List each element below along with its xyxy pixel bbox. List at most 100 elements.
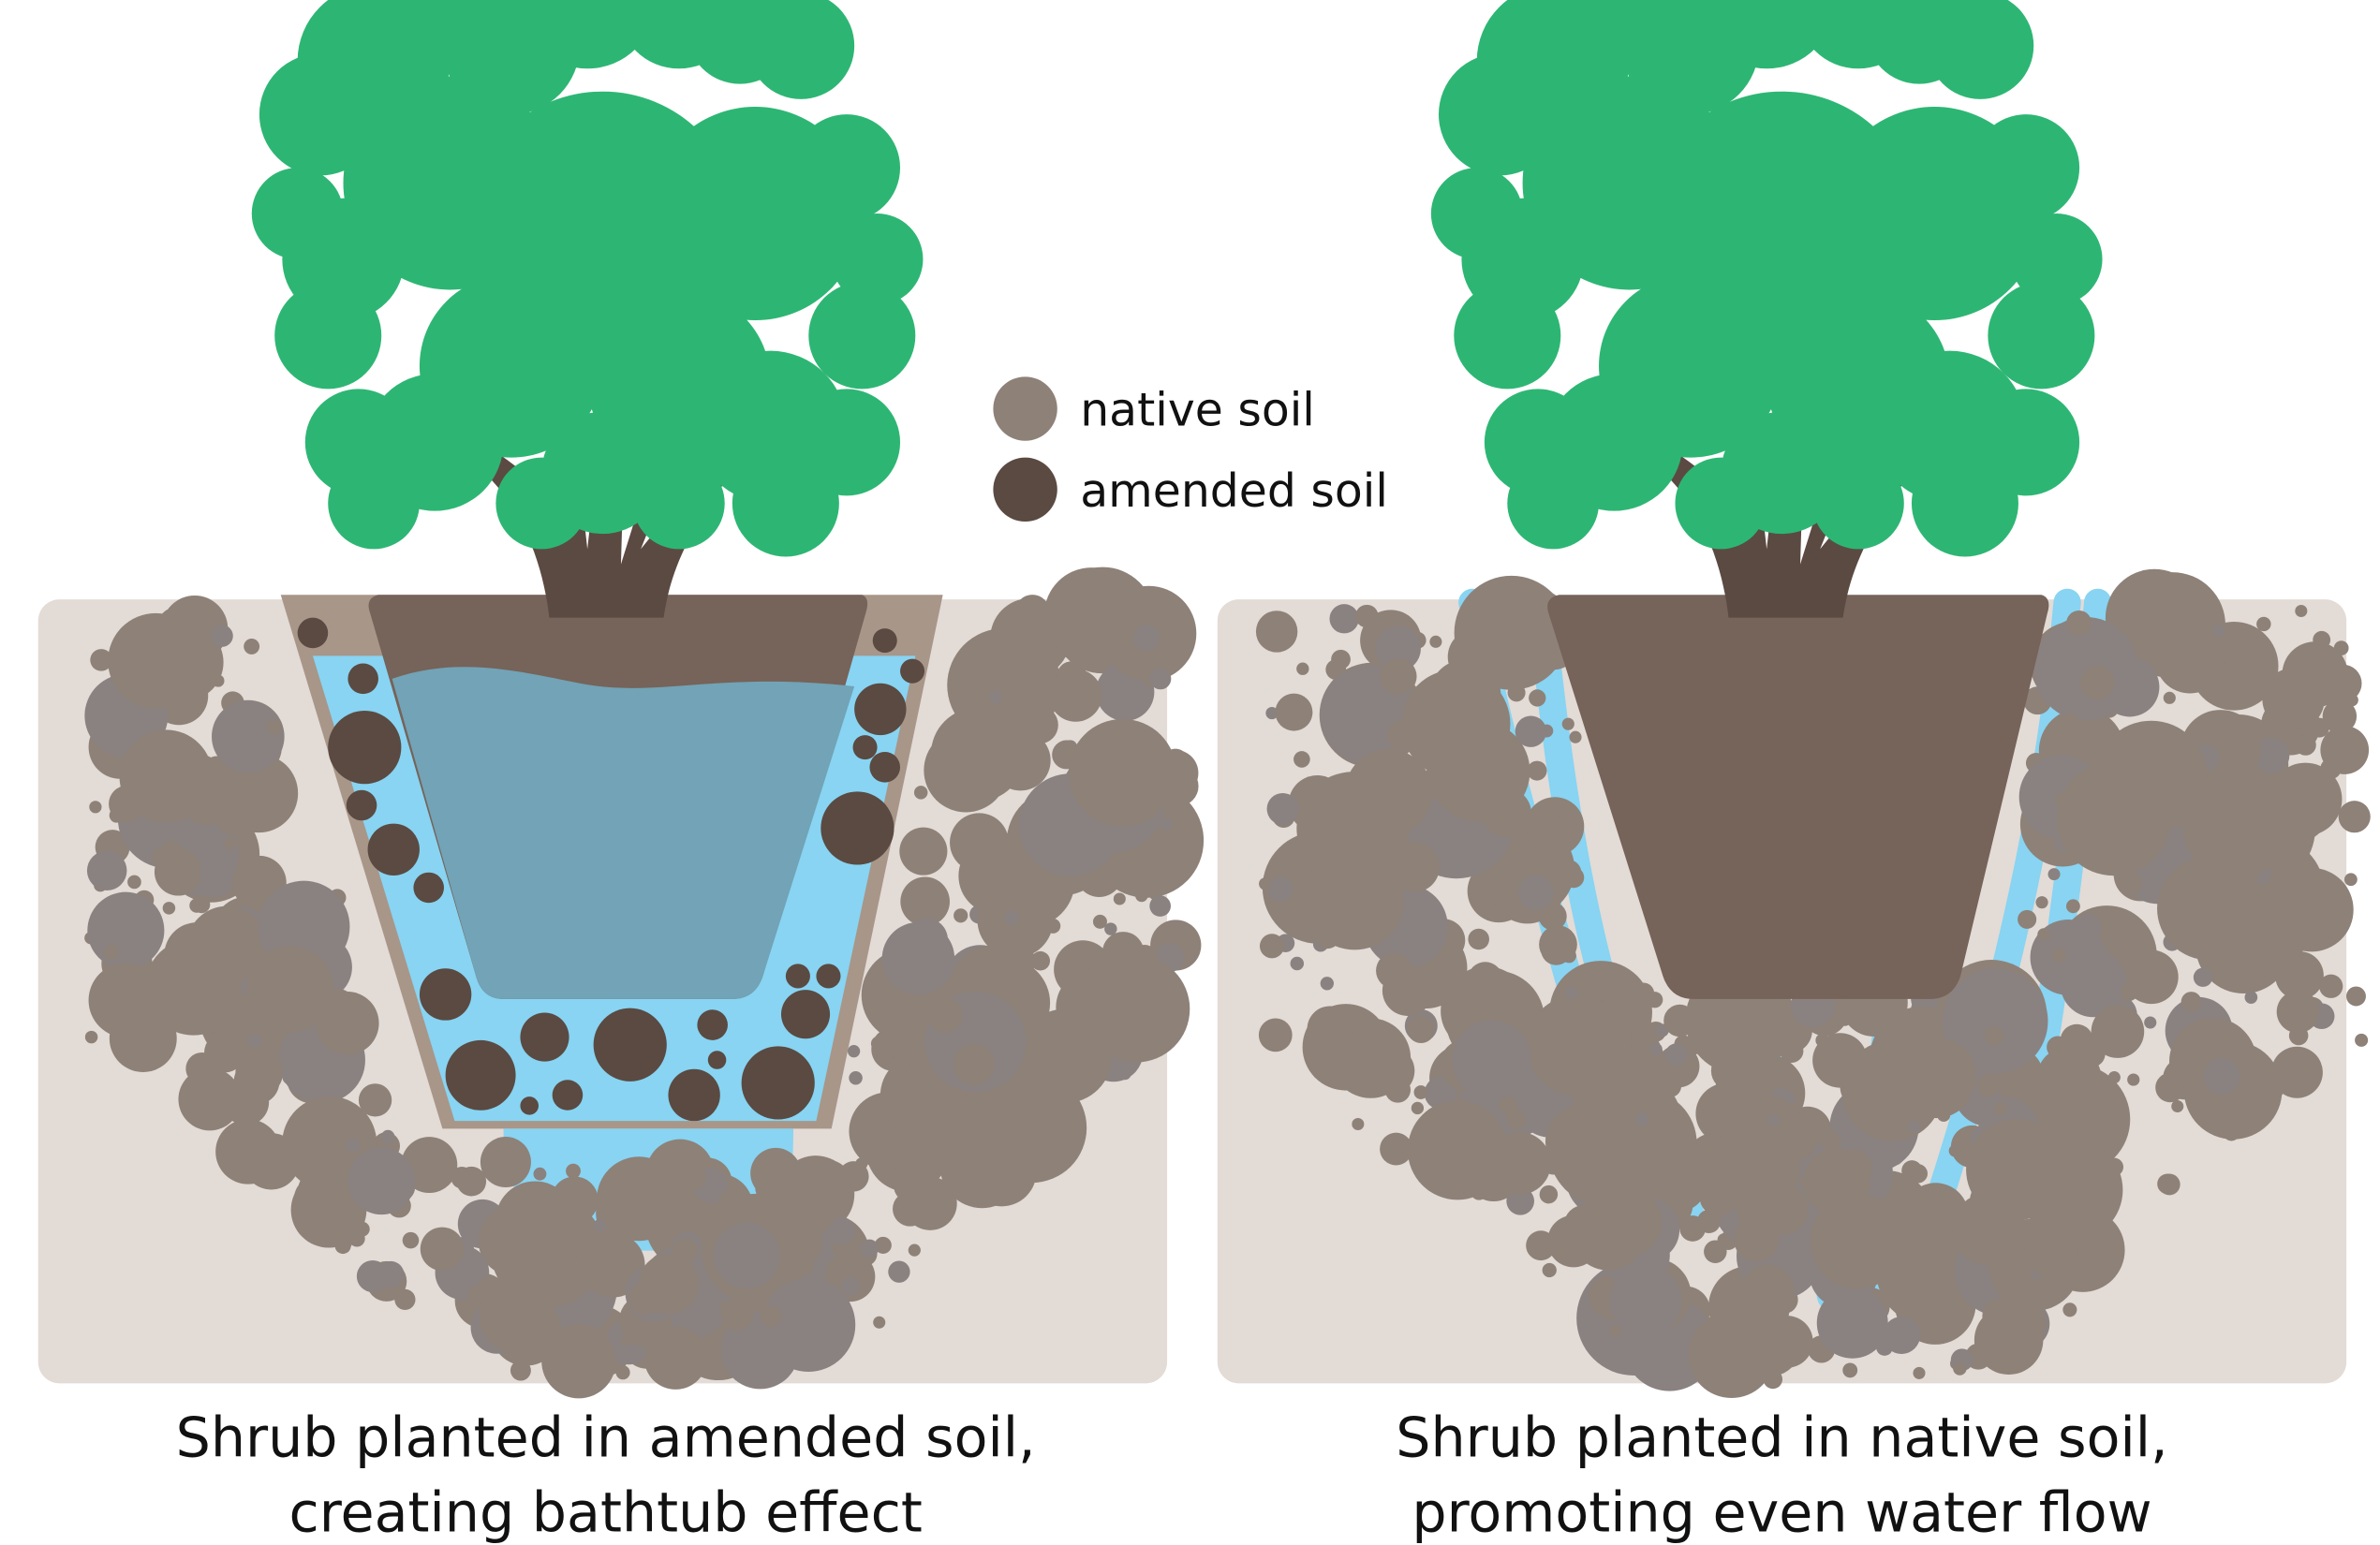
native-soil-particle: [1275, 693, 1313, 731]
native-soil-particle: [2171, 617, 2184, 630]
native-soil-particle: [212, 699, 285, 773]
canopy-leaf: [694, 350, 848, 504]
native-soil-particle: [596, 1184, 653, 1243]
native-soil-particle: [1296, 772, 1410, 885]
native-soil-particle: [1452, 1020, 1531, 1099]
native-soil-particle: [1380, 657, 1417, 696]
native-soil-particle: [953, 908, 968, 923]
native-soil-particle: [1699, 1178, 1737, 1216]
native-soil-particle: [848, 1045, 861, 1058]
native-soil-particle: [1540, 724, 1554, 738]
native-soil-particle: [1004, 726, 1022, 743]
native-soil-particle: [2065, 899, 2080, 914]
native-soil-particle: [1517, 875, 1554, 910]
native-soil-particle: [1993, 1101, 2008, 1116]
native-soil-particle: [958, 837, 1036, 915]
native-soil-particle: [1948, 1144, 1961, 1157]
native-soil-particle: [1952, 1192, 2025, 1266]
native-soil-particle: [2262, 668, 2325, 730]
native-soil-particle: [720, 1298, 754, 1331]
native-soil-particle: [574, 1224, 621, 1271]
native-soil-particle: [2062, 1302, 2077, 1317]
native-soil-particle: [1381, 748, 1401, 769]
native-soil-particle: [192, 755, 216, 780]
native-soil-particle: [2124, 949, 2179, 1005]
native-soil-particle: [1331, 649, 1351, 670]
native-soil-particle: [2244, 991, 2258, 1004]
native-soil-particle: [89, 801, 102, 814]
legend: native soil amended soil: [993, 376, 1388, 522]
native-soil-particle: [717, 1188, 746, 1216]
canopy-leaf: [495, 457, 588, 550]
native-soil-particle: [1132, 625, 1160, 652]
native-soil-particle: [1454, 575, 1569, 690]
native-soil-particle: [562, 1290, 576, 1304]
native-soil-particle: [274, 777, 288, 790]
native-soil-particle: [2319, 974, 2343, 998]
native-soil-particle: [200, 859, 224, 884]
canopy-leaf: [632, 457, 725, 550]
native-soil-particle: [1943, 968, 2048, 1074]
amended-soil-particle: [593, 1008, 667, 1082]
native-soil-particle: [1258, 1018, 1293, 1052]
native-soil-particle: [1548, 1094, 1661, 1206]
native-soil-particle: [2322, 699, 2358, 734]
native-soil-particle: [86, 850, 127, 890]
native-soil-particle: [2100, 657, 2160, 717]
canopy-leaf: [1927, 0, 2034, 99]
amended-soil-particle: [869, 752, 901, 783]
native-soil-particle: [2345, 986, 2366, 1007]
native-soil-particle: [2075, 1133, 2105, 1163]
native-soil-particle: [162, 902, 176, 915]
native-soil-particle: [1423, 762, 1461, 801]
canopy-leaf: [274, 282, 382, 390]
native-soil-particle: [929, 1100, 983, 1154]
legend-label-amended: amended soil: [1080, 464, 1388, 518]
native-soil-particle: [2211, 625, 2225, 638]
pooled-water: [392, 667, 855, 999]
native-soil-particle: [348, 1230, 365, 1247]
native-soil-particle: [1267, 876, 1293, 903]
native-soil-particle: [2163, 691, 2176, 704]
native-soil-particle: [1113, 892, 1126, 905]
native-soil-particle: [1985, 1044, 2011, 1069]
native-soil-particle: [1527, 812, 1567, 852]
native-soil-particle: [1984, 1026, 2004, 1046]
amended-soil-particle: [445, 1039, 516, 1111]
native-soil-particle: [1017, 1008, 1113, 1104]
native-soil-particle: [1763, 1369, 1783, 1390]
native-soil-particle: [246, 945, 334, 1033]
native-soil-particle: [1596, 1017, 1614, 1035]
native-soil-particle: [1756, 1184, 1809, 1236]
amended-soil-particle: [852, 735, 878, 760]
native-soil-particle: [761, 1277, 856, 1372]
native-soil-particle: [1320, 977, 1334, 991]
native-soil-particle: [2050, 947, 2066, 963]
native-soil-particle: [2256, 616, 2271, 632]
native-soil-particle: [2018, 909, 2037, 929]
native-soil-particle: [829, 1193, 851, 1215]
native-soil-particle: [1812, 1033, 1868, 1088]
native-soil-particle: [1149, 895, 1171, 917]
native-soil-particle: [1609, 1324, 1622, 1338]
native-soil-particle: [84, 1030, 98, 1044]
native-soil-particle: [2320, 726, 2370, 774]
native-soil-particle: [1401, 669, 1511, 779]
native-soil-particle: [377, 1260, 405, 1288]
native-soil-particle: [1704, 1240, 1727, 1263]
native-soil-particle: [1740, 1264, 1795, 1318]
native-soil-particle: [2037, 928, 2051, 941]
native-soil-particle: [1314, 923, 1340, 949]
native-soil-particle: [1160, 817, 1173, 831]
native-soil-particle: [1636, 1361, 1649, 1375]
canopy-leaf: [1988, 282, 2095, 390]
native-soil-particle: [2094, 720, 2208, 833]
native-soil-particle: [1542, 1262, 1557, 1278]
native-soil-particle: [1135, 889, 1148, 903]
native-soil-particle: [2181, 771, 2291, 879]
legend-swatch-native: [993, 376, 1057, 441]
native-soil-particle: [2309, 717, 2329, 738]
native-soil-particle: [2254, 737, 2290, 773]
native-soil-particle: [2122, 946, 2136, 959]
native-soil-particle: [1647, 992, 1663, 1008]
